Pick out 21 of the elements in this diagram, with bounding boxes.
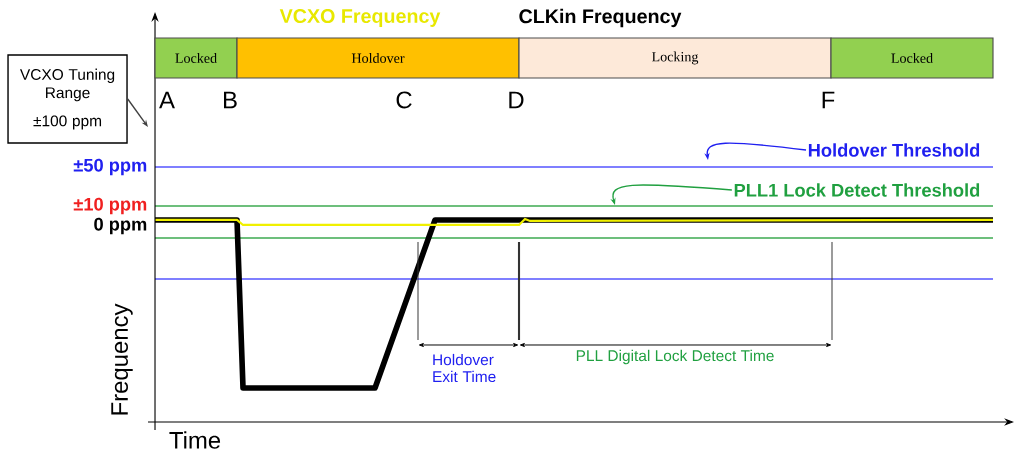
state-band: Locking [518, 37, 832, 79]
axis-tick-label: 0 ppm [94, 217, 147, 235]
axis-tick-label: ±10 ppm [73, 197, 147, 215]
axis-label: Frequency [111, 303, 133, 415]
point-letter: B [224, 91, 237, 109]
state-band: Locked [830, 37, 994, 79]
trace-legend-label: CLKin Frequency [519, 8, 682, 28]
point-letter: A [159, 91, 175, 109]
trace-legend-label: VCXO Frequency [279, 9, 441, 27]
axis-tick-label: ±50 ppm [73, 158, 147, 176]
state-band: Holdover [236, 37, 520, 79]
threshold-label: Holdover Threshold [808, 143, 980, 157]
state-band: Locked [154, 37, 238, 79]
threshold-label: PLL1 Lock Detect Threshold [734, 183, 980, 197]
point-letter: D [509, 91, 524, 109]
range-box: VCXO Tuning Range ±100 ppm [7, 54, 128, 144]
axis-label: Time [169, 431, 221, 449]
arrow [127, 98, 148, 127]
interval-label: Holdover Exit Time [433, 353, 496, 383]
point-letter: F [822, 91, 835, 109]
interval-label: PLL Digital Lock Detect Time [576, 349, 774, 365]
